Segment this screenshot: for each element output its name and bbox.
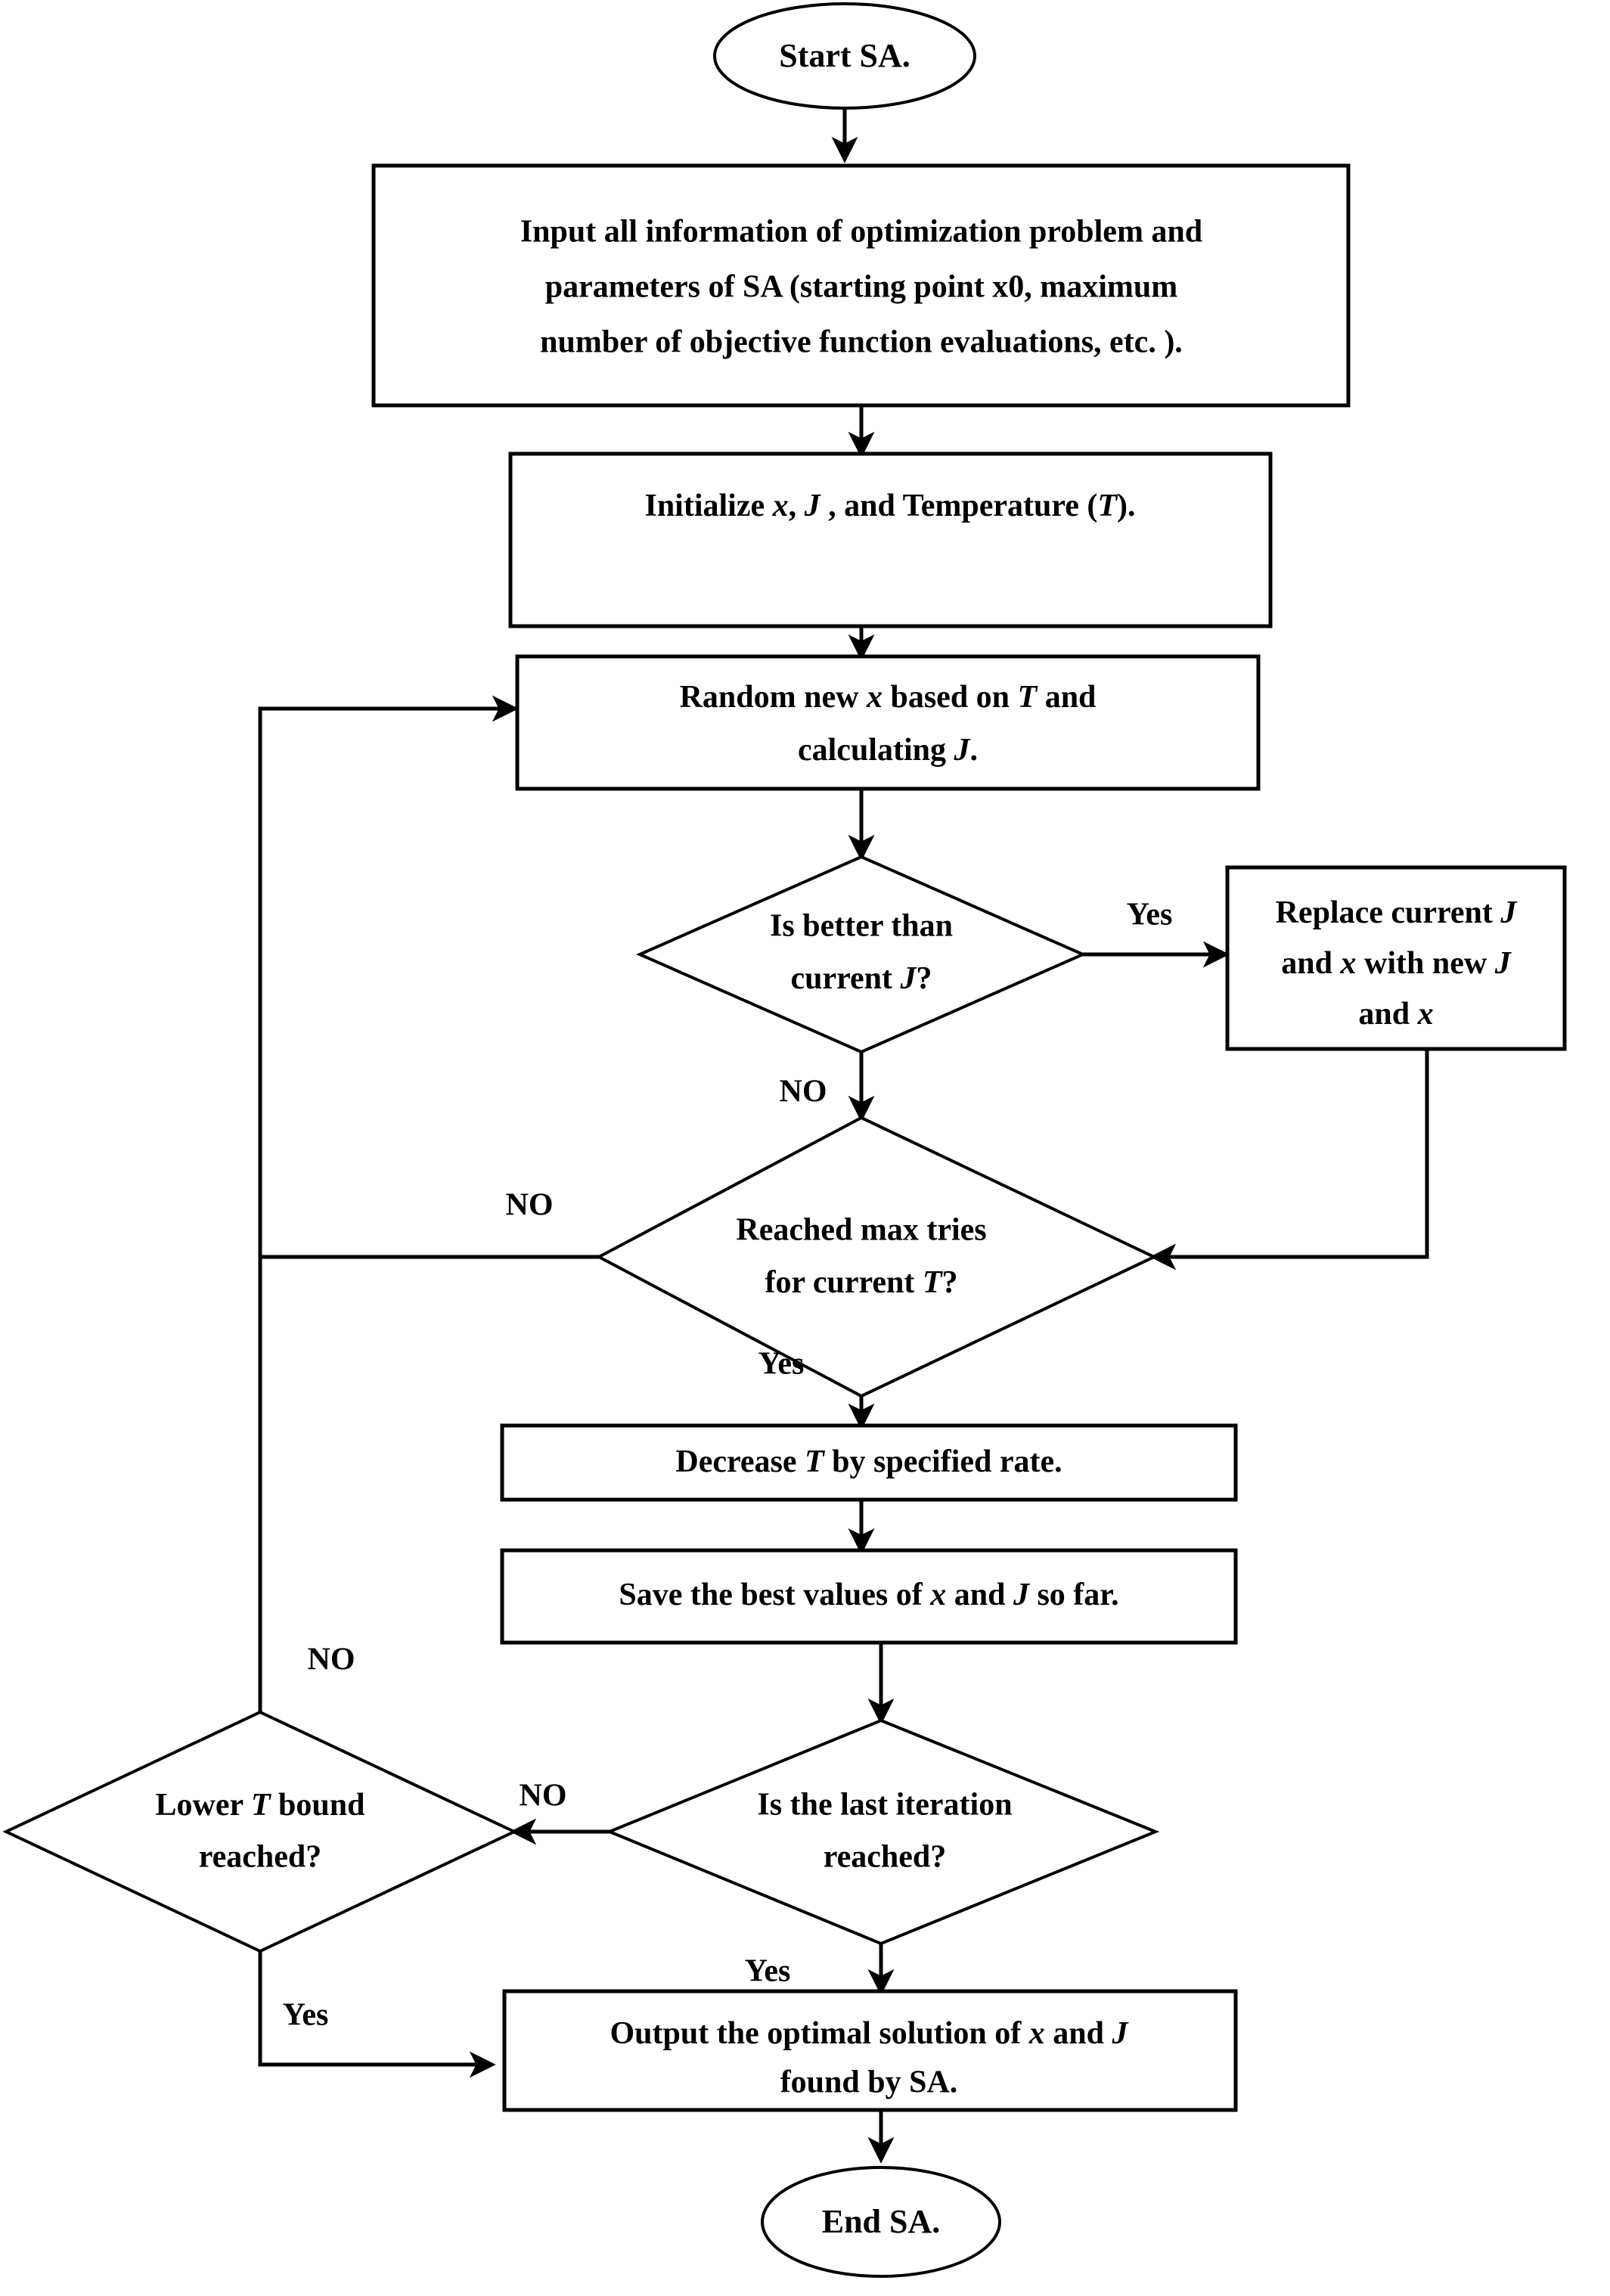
node-is-better-decision[interactable]: Is better than current J? bbox=[636, 855, 1087, 1054]
node-isbetter-line1: Is better than bbox=[770, 909, 953, 944]
node-random-line2: calculating J. bbox=[798, 733, 978, 768]
node-isbetter-line2: current J? bbox=[790, 961, 932, 996]
node-lowerbound-line2: reached? bbox=[199, 1840, 322, 1875]
edge-label-lastiteration-no: NO bbox=[520, 1779, 567, 1814]
edge-label-lowerbound-no: NO bbox=[308, 1643, 355, 1677]
node-random-line1: Random new x based on T and bbox=[680, 680, 1097, 715]
edge-label-isbetter-yes: Yes bbox=[1127, 898, 1173, 932]
node-input-line3: number of objective function evaluations… bbox=[540, 325, 1183, 360]
edge-replace-to-maxtries bbox=[1149, 1049, 1429, 1271]
node-replace-current[interactable]: Replace current J and x with new J and x bbox=[1225, 865, 1567, 1051]
edge-label-isbetter-no: NO bbox=[780, 1075, 827, 1109]
node-initialize[interactable]: Initialize x, J , and Temperature (T). bbox=[508, 451, 1273, 628]
node-decrease-label: Decrease T by specified rate. bbox=[675, 1444, 1062, 1479]
node-last-iteration-decision[interactable]: Is the last iteration reached? bbox=[605, 1718, 1160, 1946]
node-save-label: Save the best values of x and J so far. bbox=[619, 1578, 1118, 1612]
node-end[interactable]: End SA. bbox=[761, 2166, 1001, 2278]
edge-label-lastiteration-yes: Yes bbox=[745, 1954, 791, 1989]
node-save-best-values[interactable]: Save the best values of x and J so far. bbox=[500, 1548, 1238, 1645]
node-lowerbound-line1: Lower T bound bbox=[156, 1788, 365, 1823]
node-start-label: Start SA. bbox=[779, 37, 910, 74]
node-start[interactable]: Start SA. bbox=[713, 2, 976, 110]
node-lastiteration-line1: Is the last iteration bbox=[757, 1788, 1012, 1823]
node-replace-line3: and x bbox=[1358, 997, 1433, 1032]
node-decrease-temperature[interactable]: Decrease T by specified rate. bbox=[500, 1423, 1238, 1502]
node-maxtries-line2: for current T? bbox=[765, 1265, 957, 1300]
edge-label-lowerbound-yes: Yes bbox=[283, 1998, 329, 2033]
node-initialize-label: Initialize x, J , and Temperature (T). bbox=[644, 489, 1135, 523]
node-input-parameters[interactable]: Input all information of optimization pr… bbox=[371, 163, 1351, 408]
node-input-line2: parameters of SA (starting point x0, max… bbox=[545, 270, 1177, 305]
node-replace-line1: Replace current J bbox=[1276, 895, 1518, 930]
node-output-line2: found by SA. bbox=[780, 2065, 958, 2100]
node-output-solution[interactable]: Output the optimal solution of x and J f… bbox=[502, 1989, 1238, 2112]
node-output-line1: Output the optimal solution of x and J bbox=[610, 2016, 1130, 2051]
edge-left-feedback-rail bbox=[258, 695, 519, 1712]
node-end-label: End SA. bbox=[822, 2203, 941, 2240]
node-input-line1: Input all information of optimization pr… bbox=[520, 215, 1202, 250]
node-random-new-x[interactable]: Random new x based on T and calculating … bbox=[515, 654, 1261, 791]
edge-label-maxtries-no: NO bbox=[506, 1188, 554, 1223]
edge-label-maxtries-yes: Yes bbox=[758, 1347, 805, 1382]
node-replace-line2: and x with new J bbox=[1281, 946, 1512, 981]
node-lastiteration-line2: reached? bbox=[824, 1840, 947, 1875]
node-reached-max-tries-decision[interactable]: Reached max tries for current T? bbox=[595, 1115, 1158, 1398]
node-maxtries-line1: Reached max tries bbox=[736, 1213, 986, 1248]
node-lower-temperature-bound-decision[interactable]: Lower T bound reached? bbox=[2, 1710, 518, 1953]
edge-lowerbound-yes-to-output bbox=[258, 1951, 496, 2078]
